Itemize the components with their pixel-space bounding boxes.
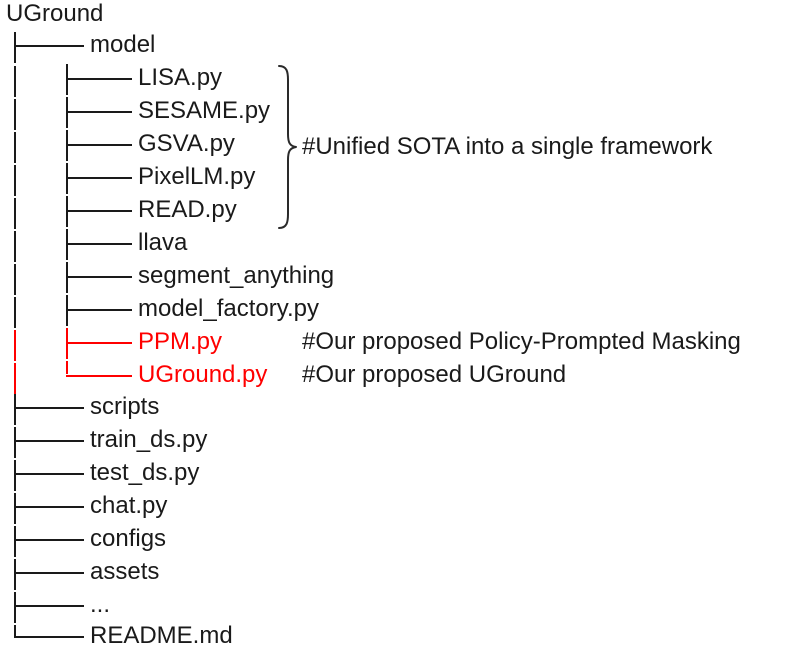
spine-l1-seg-10-highlight xyxy=(14,330,16,361)
comment-unified-sota: #Unified SOTA into a single framework xyxy=(302,133,713,160)
tree-node-train-ds: train_ds.py xyxy=(90,426,208,453)
branch-l1-model xyxy=(14,45,84,47)
comment-uground: #Our proposed UGround xyxy=(302,361,567,388)
branch-l1-configs xyxy=(14,539,84,541)
grouping-brace xyxy=(275,64,299,230)
tree-node-sesame: SESAME.py xyxy=(138,97,271,124)
spine-l1-seg-7 xyxy=(14,231,16,262)
spine-l1-seg-12 xyxy=(14,394,16,425)
tree-node-ellipsis: ... xyxy=(90,591,111,618)
spine-l1-seg-18 xyxy=(14,592,16,623)
spine-l1-seg-5 xyxy=(14,165,16,196)
branch-l2-model-factory xyxy=(66,309,132,311)
tree-node-model: model xyxy=(90,31,156,58)
branch-l2-segment-anything xyxy=(66,276,132,278)
spine-l1-seg-13 xyxy=(14,427,16,458)
tree-node-test-ds: test_ds.py xyxy=(90,459,200,486)
branch-l1-assets xyxy=(14,572,84,574)
branch-l1-scripts xyxy=(14,407,84,409)
tree-node-segment-anything: segment_anything xyxy=(138,262,335,289)
tree-node-lisa: LISA.py xyxy=(138,64,223,91)
spine-l1-seg-8 xyxy=(14,264,16,295)
spine-l1-seg-1 xyxy=(14,32,16,63)
spine-l1-seg-11-highlight xyxy=(14,363,16,394)
spine-l1-seg-6 xyxy=(14,198,16,229)
tree-node-read: READ.py xyxy=(138,196,237,223)
tree-node-pixellm: PixelLM.py xyxy=(138,163,256,190)
spine-l1-seg-19-corner xyxy=(14,625,16,638)
branch-l1-readme xyxy=(14,636,84,638)
spine-l1-seg-14 xyxy=(14,460,16,491)
branch-l2-lisa xyxy=(66,78,132,80)
spine-l2-seg-10-corner-highlight xyxy=(66,361,68,374)
comment-ppm: #Our proposed Policy-Prompted Masking xyxy=(302,328,741,355)
tree-node-gsva: GSVA.py xyxy=(138,130,235,157)
tree-node-llava: llava xyxy=(138,229,188,256)
tree-node-readme: README.md xyxy=(90,622,233,649)
branch-l1-chat xyxy=(14,506,84,508)
spine-l1-seg-16 xyxy=(14,526,16,557)
branch-l2-gsva xyxy=(66,144,132,146)
tree-node-configs: configs xyxy=(90,525,167,552)
branch-l2-sesame xyxy=(66,111,132,113)
tree-node-scripts: scripts xyxy=(90,393,160,420)
spine-l1-seg-3 xyxy=(14,99,16,130)
spine-l1-seg-15 xyxy=(14,493,16,524)
branch-l1-ellipsis xyxy=(14,605,84,607)
spine-l1-seg-2 xyxy=(14,66,16,97)
spine-l1-seg-4 xyxy=(14,132,16,163)
branch-l2-ppm-highlight xyxy=(66,342,132,344)
branch-l2-llava xyxy=(66,243,132,245)
tree-node-model-factory: model_factory.py xyxy=(138,295,319,322)
tree-node-uground: UGround.py xyxy=(138,361,268,388)
spine-l1-seg-17 xyxy=(14,559,16,590)
spine-l1-seg-9 xyxy=(14,297,16,328)
branch-l2-uground-highlight xyxy=(66,375,132,377)
branch-l2-read xyxy=(66,210,132,212)
tree-node-assets: assets xyxy=(90,558,160,585)
branch-l1-test-ds xyxy=(14,473,84,475)
branch-l1-train-ds xyxy=(14,440,84,442)
branch-l2-pixellm xyxy=(66,177,132,179)
tree-root-label: UGround xyxy=(6,0,104,27)
tree-node-ppm: PPM.py xyxy=(138,328,223,355)
tree-node-chat: chat.py xyxy=(90,492,168,519)
